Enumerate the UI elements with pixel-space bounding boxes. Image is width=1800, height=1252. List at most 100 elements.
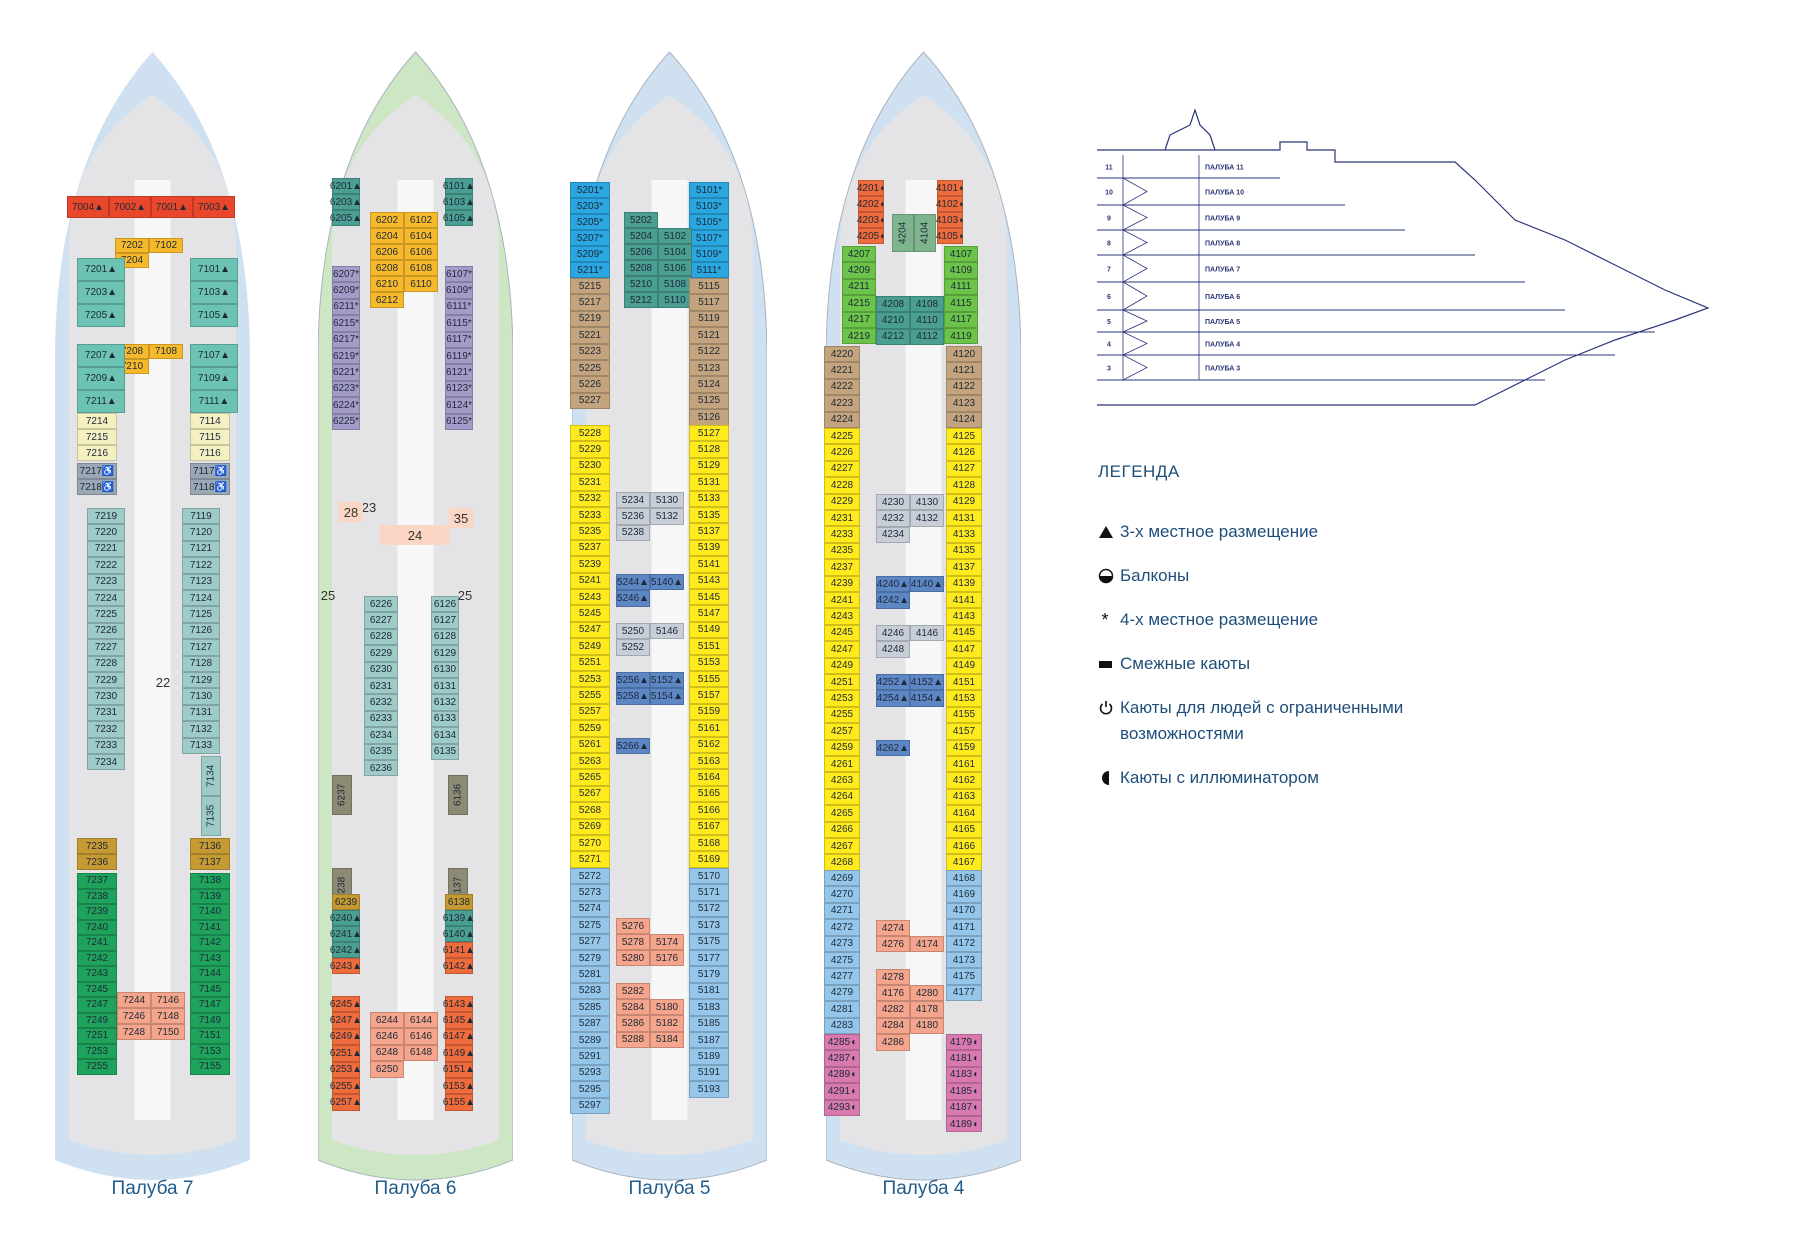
cabin[interactable]: 4103◖	[936, 212, 964, 228]
cabin[interactable]: 7141	[190, 919, 230, 935]
cabin[interactable]: 4205◖	[857, 228, 885, 244]
cabin[interactable]: 4276	[876, 936, 910, 953]
cabin[interactable]: 4159	[946, 739, 982, 756]
cabin[interactable]: 5119	[689, 310, 729, 328]
cabin[interactable]: 6211*	[332, 298, 360, 316]
cabin[interactable]: 5129	[689, 457, 729, 475]
cabin[interactable]: 7123	[182, 573, 220, 590]
cabin[interactable]: 5202	[624, 212, 658, 228]
cabin[interactable]: 7131	[182, 704, 220, 722]
cabin[interactable]: 4277	[824, 968, 860, 985]
cabin[interactable]: 7144	[190, 966, 230, 982]
cabin[interactable]: 7142	[190, 935, 230, 951]
cabin[interactable]: 5126	[689, 409, 729, 426]
cabin[interactable]: 4120	[946, 346, 982, 363]
cabin[interactable]: 6143▲	[443, 996, 475, 1013]
cabin[interactable]: 6248	[370, 1044, 404, 1062]
cabin[interactable]: 4225	[824, 428, 860, 445]
cabin[interactable]: 5132	[650, 508, 684, 525]
cabin[interactable]: 4165	[946, 821, 982, 838]
cabin[interactable]: 4162	[946, 772, 982, 789]
cabin[interactable]: 4153	[946, 690, 982, 707]
cabin[interactable]: 5208	[624, 260, 658, 276]
cabin[interactable]: 5111*	[689, 262, 729, 278]
cabin[interactable]: 7135	[201, 796, 221, 836]
cabin[interactable]: 5145	[689, 589, 729, 606]
cabin[interactable]: 4251	[824, 674, 860, 691]
cabin[interactable]: 5284	[616, 999, 650, 1016]
cabin[interactable]: 5177	[689, 950, 729, 967]
cabin[interactable]: 5169	[689, 851, 729, 868]
cabin[interactable]: 6126	[431, 596, 459, 613]
cabin[interactable]: 4240▲	[876, 576, 910, 593]
cabin[interactable]: 6235	[364, 743, 398, 760]
cabin[interactable]: 5164	[689, 769, 729, 786]
cabin[interactable]: 5285	[570, 999, 610, 1016]
cabin[interactable]: 7134	[201, 756, 221, 796]
cabin[interactable]: 5170	[689, 868, 729, 885]
cabin[interactable]: 6103▲	[443, 194, 475, 210]
cabin[interactable]: 4259	[824, 739, 860, 756]
cabin[interactable]: 5277	[570, 933, 610, 950]
cabin[interactable]: 4282	[876, 1001, 910, 1018]
cabin[interactable]: 6101▲	[443, 178, 475, 194]
cabin[interactable]: 6129	[431, 645, 459, 662]
cabin[interactable]: 7249	[77, 1012, 117, 1028]
cabin[interactable]: 7223	[87, 573, 125, 590]
cabin[interactable]: 5253	[570, 671, 610, 688]
cabin[interactable]: 6144	[404, 1012, 438, 1029]
cabin[interactable]: 5252	[616, 639, 650, 656]
cabin[interactable]: 7215	[77, 429, 117, 445]
cabin[interactable]: 5289	[570, 1032, 610, 1049]
cabin[interactable]: 6212	[370, 292, 404, 308]
cabin[interactable]: 4127	[946, 460, 982, 478]
cabin[interactable]: 4109	[944, 262, 978, 279]
cabin[interactable]: 4111	[944, 278, 978, 296]
cabin[interactable]: 5279	[570, 950, 610, 967]
cabin[interactable]: 4166	[946, 838, 982, 855]
cabin[interactable]: 5238	[616, 524, 650, 542]
cabin[interactable]: 6250	[370, 1061, 404, 1078]
cabin[interactable]: 4177	[946, 984, 982, 1002]
cabin[interactable]: 7216	[77, 445, 117, 461]
cabin[interactable]: 4263	[824, 772, 860, 789]
cabin[interactable]: 5211*	[570, 262, 610, 278]
cabin[interactable]: 4171	[946, 919, 982, 936]
cabin[interactable]: 5265	[570, 769, 610, 786]
cabin[interactable]: 5219	[570, 310, 610, 328]
cabin[interactable]: 4278	[876, 969, 910, 986]
cabin[interactable]: 4224	[824, 411, 860, 428]
cabin[interactable]: 4291◖	[824, 1083, 860, 1100]
cabin[interactable]: 4170	[946, 902, 982, 920]
cabin[interactable]: 7225	[87, 606, 125, 623]
cabin[interactable]: 6217*	[332, 331, 360, 348]
cabin[interactable]: 4252▲	[876, 674, 910, 691]
cabin[interactable]: 4145	[946, 624, 982, 642]
cabin[interactable]: 7148	[151, 1008, 185, 1024]
cabin[interactable]: 5244▲	[616, 574, 650, 591]
cabin[interactable]: 5259	[570, 720, 610, 737]
cabin[interactable]: 7001▲	[151, 196, 193, 218]
cabin[interactable]: 7243	[77, 966, 117, 982]
cabin[interactable]: 4167	[946, 854, 982, 871]
cabin[interactable]: 4108	[910, 296, 944, 313]
cabin[interactable]: 6148	[404, 1044, 438, 1062]
cabin[interactable]: 5232	[570, 490, 610, 507]
cabin[interactable]: 5225	[570, 360, 610, 377]
cabin[interactable]: 5179	[689, 966, 729, 983]
cabin[interactable]: 5105*	[689, 214, 729, 230]
cabin[interactable]: 5176	[650, 950, 684, 967]
cabin[interactable]: 6128	[431, 628, 459, 646]
cabin[interactable]: 6221*	[332, 364, 360, 381]
cabin[interactable]: 4272	[824, 919, 860, 936]
cabin[interactable]: 4235	[824, 542, 860, 560]
cabin[interactable]: 4248	[876, 641, 910, 658]
cabin[interactable]: 5255	[570, 687, 610, 704]
cabin[interactable]: 4155	[946, 706, 982, 724]
cabin[interactable]: 6136	[448, 775, 468, 815]
cabin[interactable]: 5137	[689, 523, 729, 540]
cabin[interactable]: 6141▲	[443, 942, 475, 958]
cabin[interactable]: 4183◖	[946, 1066, 982, 1084]
cabin[interactable]: 7122	[182, 557, 220, 574]
cabin[interactable]: 7155	[190, 1059, 230, 1075]
